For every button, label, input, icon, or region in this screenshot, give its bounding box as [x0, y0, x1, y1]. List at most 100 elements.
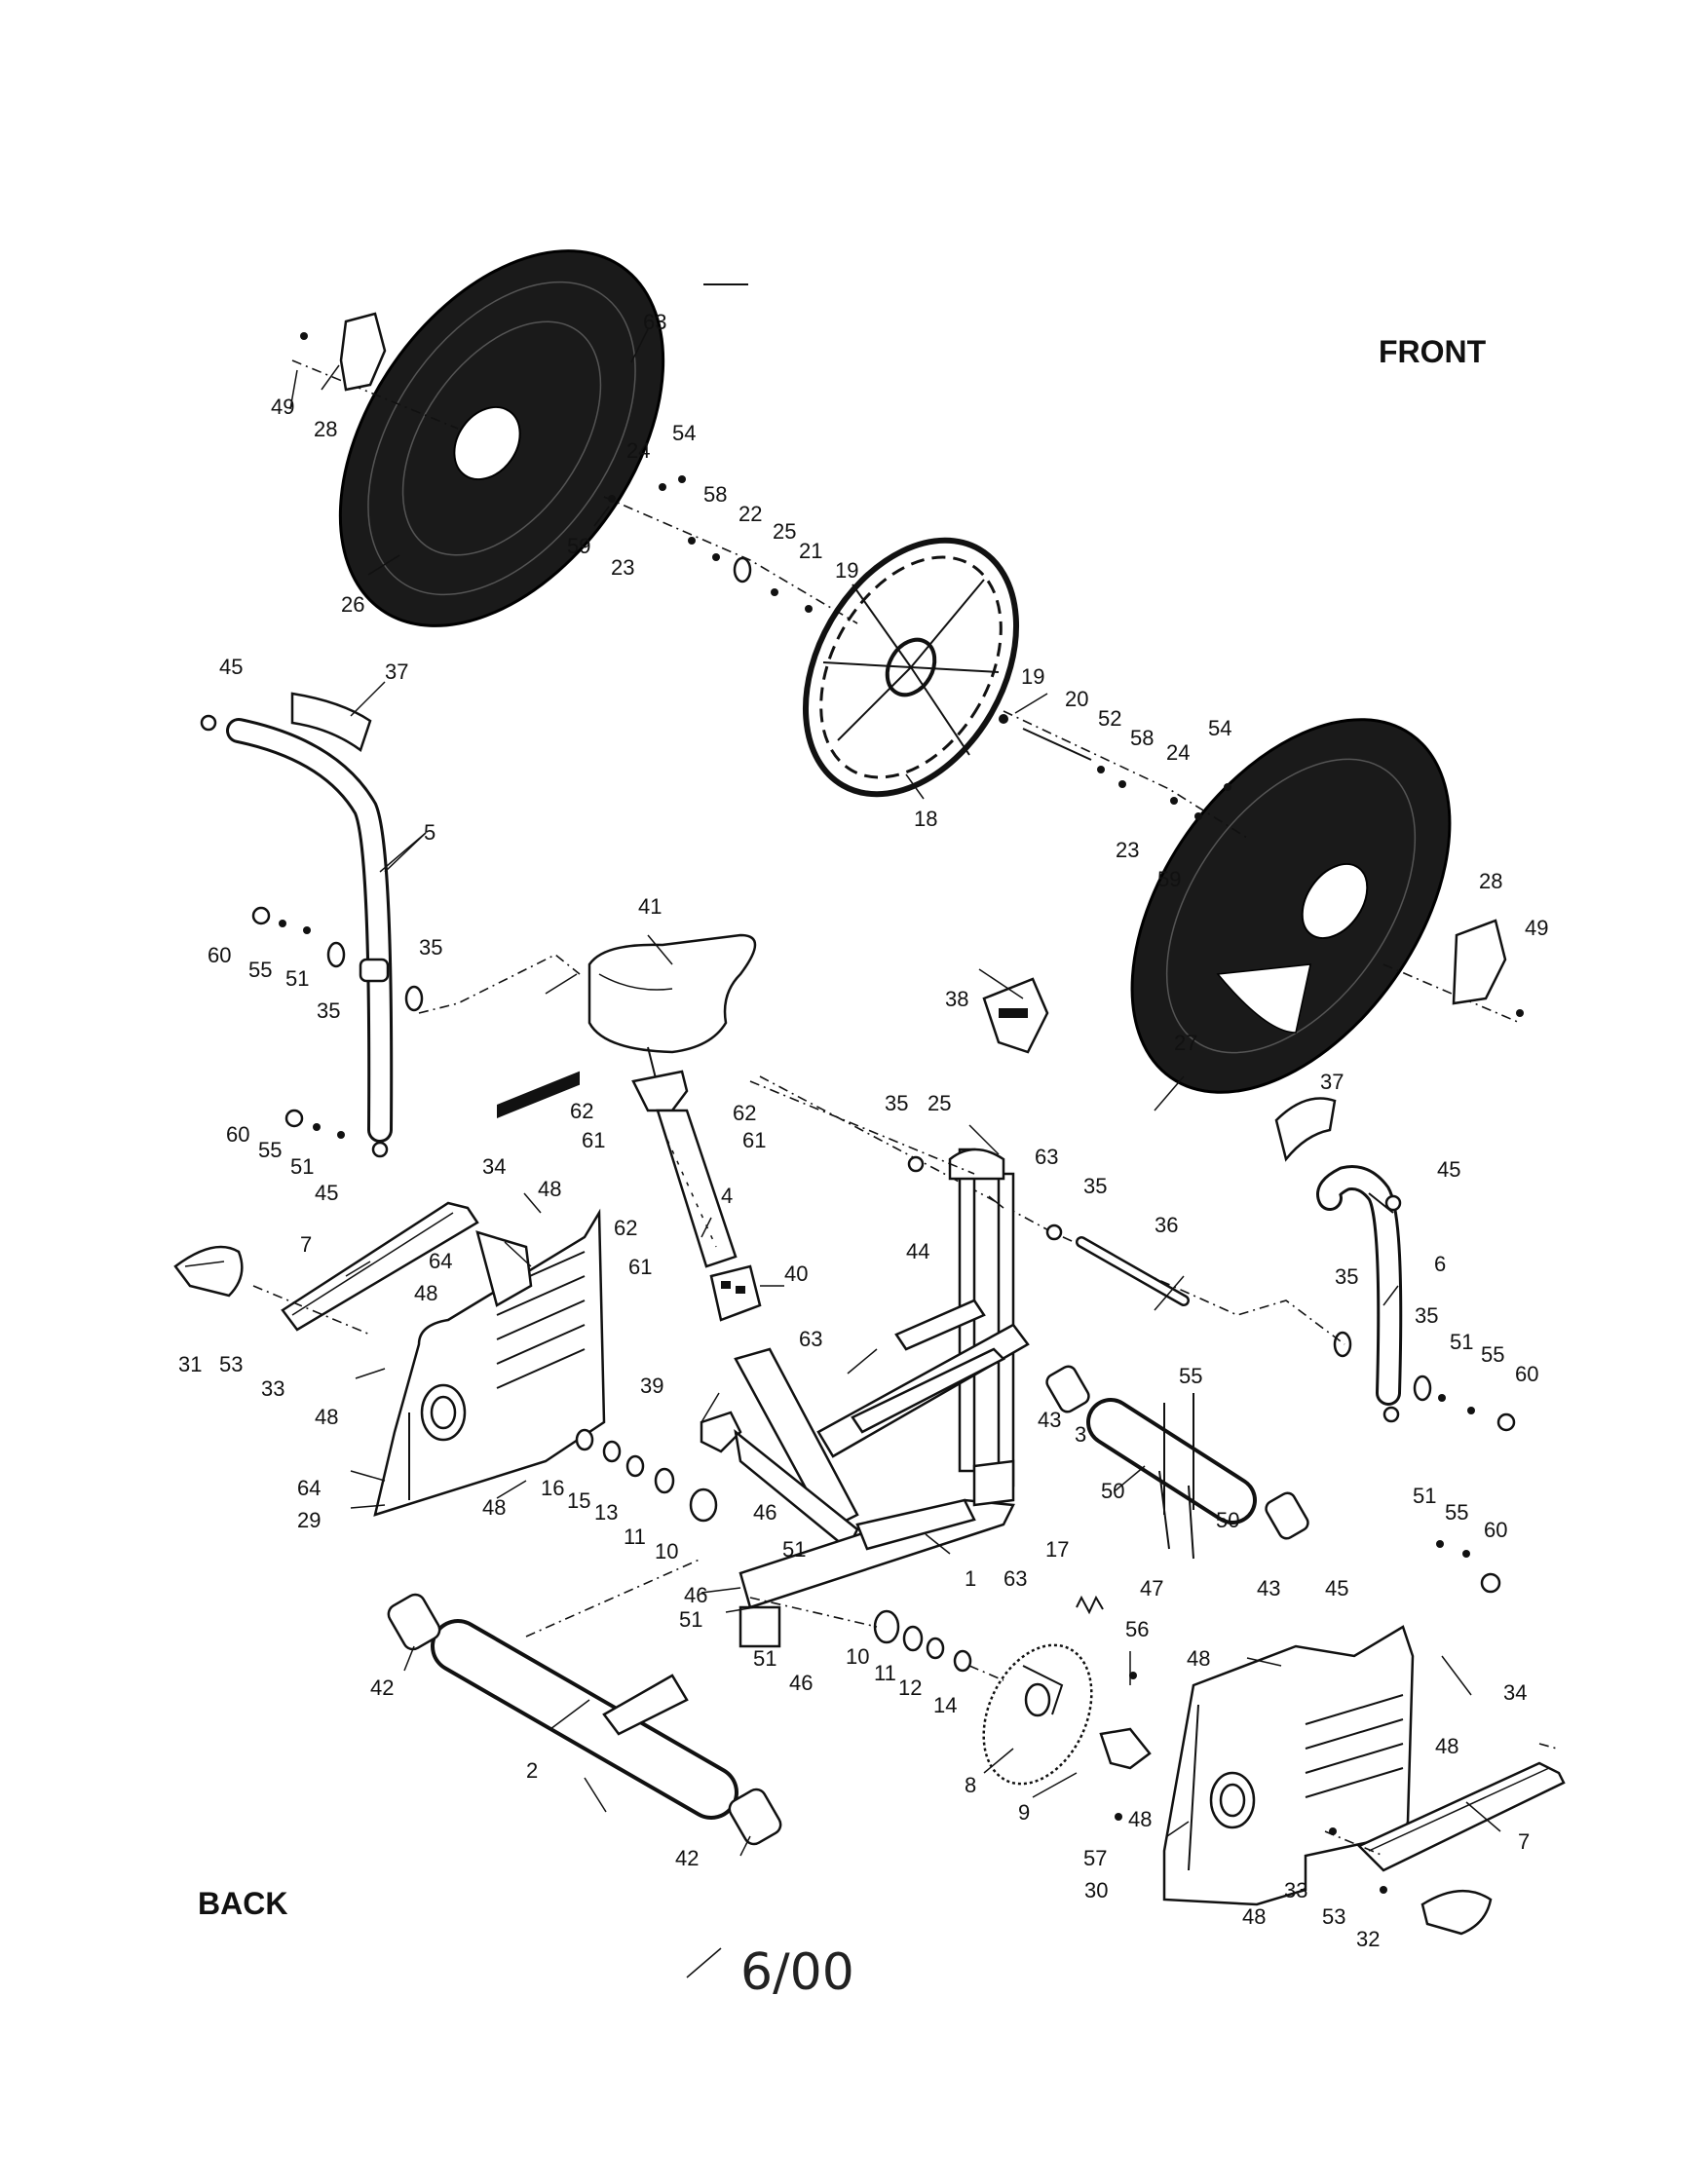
- callout-17: 17: [1045, 1537, 1069, 1562]
- callout-62: 62: [570, 1099, 593, 1123]
- callout-6: 6: [1434, 1252, 1446, 1276]
- callout-42: 42: [370, 1676, 394, 1700]
- callout-31: 31: [178, 1352, 202, 1376]
- callout-46c: 46: [789, 1671, 813, 1695]
- leader-lines: [289, 328, 1501, 1978]
- callout-9: 9: [1018, 1800, 1030, 1825]
- callout-61: 61: [582, 1128, 605, 1152]
- callout-54: 54: [672, 421, 696, 445]
- callout-63c: 63: [799, 1327, 822, 1351]
- callout-48c: 48: [315, 1405, 338, 1429]
- callout-51f: 51: [679, 1607, 702, 1632]
- callout-45b: 45: [315, 1181, 338, 1205]
- callout-55b: 55: [258, 1138, 282, 1162]
- callout-23: 23: [611, 555, 634, 580]
- callout-63b: 63: [1035, 1145, 1058, 1169]
- callout-8: 8: [965, 1773, 976, 1797]
- callout-62b: 62: [733, 1101, 756, 1125]
- callout-62c: 62: [614, 1216, 637, 1240]
- callout-1: 1: [965, 1566, 976, 1591]
- callout-61c: 61: [628, 1255, 652, 1279]
- left-cover-29: [373, 1071, 606, 1517]
- callout-25: 25: [773, 519, 796, 544]
- callout-49: 49: [271, 395, 294, 419]
- callout-24: 24: [626, 438, 650, 463]
- callout-43b: 43: [1257, 1576, 1280, 1600]
- callout-50: 50: [1101, 1479, 1124, 1503]
- flywheel-18: [802, 537, 1020, 798]
- callout-26: 26: [341, 592, 364, 617]
- revision-date: 6/00: [740, 1943, 854, 2002]
- back-label: BACK: [198, 1886, 287, 1921]
- callout-16: 16: [541, 1476, 564, 1500]
- callout-29: 29: [297, 1508, 321, 1532]
- callout-55c: 55: [1481, 1342, 1504, 1367]
- right-handlebar-6: [1316, 1165, 1403, 1423]
- callout-48e: 48: [1187, 1646, 1210, 1671]
- callout-48b: 48: [414, 1281, 437, 1305]
- callout-55e: 55: [1445, 1500, 1468, 1525]
- callout-45: 45: [219, 655, 243, 679]
- left-crank-7: [173, 1201, 479, 1332]
- callout-52: 52: [1098, 706, 1121, 731]
- callout-22: 22: [738, 502, 762, 526]
- callout-48f: 48: [1435, 1734, 1458, 1758]
- callout-28b: 28: [1479, 869, 1502, 893]
- callout-50b: 50: [1216, 1508, 1239, 1532]
- callout-27: 27: [1174, 1031, 1197, 1055]
- front-label: FRONT: [1379, 334, 1487, 369]
- callout-4: 4: [721, 1184, 733, 1208]
- callout-11: 11: [624, 1525, 646, 1549]
- callout-59b: 59: [1157, 867, 1181, 891]
- callout-28: 28: [314, 417, 337, 441]
- callout-25b: 25: [928, 1091, 951, 1115]
- callout-51e: 51: [1413, 1484, 1436, 1508]
- callout-51d: 51: [782, 1537, 806, 1562]
- callout-34: 34: [482, 1154, 506, 1179]
- callout-35: 35: [419, 935, 442, 960]
- callout-46b: 46: [684, 1583, 707, 1607]
- left-shroud-26: [338, 249, 665, 627]
- pulley-8: [982, 1643, 1093, 1786]
- callout-37b: 37: [1320, 1070, 1344, 1094]
- callout-51g: 51: [753, 1646, 776, 1671]
- right-shroud-27: [1130, 718, 1452, 1094]
- callout-48d: 48: [482, 1495, 506, 1520]
- callout-18: 18: [914, 807, 937, 831]
- callout-60: 60: [208, 943, 231, 967]
- left-handlebar-5: [200, 714, 394, 1158]
- callout-labels: 63 49 28 54 24 58 22 25 21 19 59 23 26 4…: [178, 310, 1548, 1951]
- callout-2: 2: [526, 1758, 538, 1783]
- callout-39: 39: [640, 1374, 663, 1398]
- callout-13: 13: [594, 1500, 618, 1525]
- rear-stabilizer-2: [387, 1593, 782, 1846]
- callout-60c: 60: [1515, 1362, 1538, 1386]
- callout-33b: 33: [1284, 1878, 1307, 1902]
- callout-64: 64: [429, 1249, 452, 1273]
- callout-48: 48: [538, 1177, 561, 1201]
- callout-10b: 10: [846, 1644, 869, 1669]
- callout-24b: 24: [1166, 740, 1190, 765]
- callout-51c: 51: [1450, 1330, 1473, 1354]
- callout-61b: 61: [742, 1128, 766, 1152]
- diagram-drawing: [173, 249, 1566, 1978]
- callout-23b: 23: [1116, 838, 1139, 862]
- callout-35c: 35: [885, 1091, 908, 1115]
- callout-63: 63: [643, 310, 666, 334]
- callout-48g: 48: [1128, 1807, 1152, 1831]
- callout-38: 38: [945, 987, 968, 1011]
- callout-64b: 64: [297, 1476, 321, 1500]
- right-crank-7: [1356, 1761, 1566, 1936]
- callout-33: 33: [261, 1376, 284, 1401]
- callout-34b: 34: [1503, 1680, 1527, 1705]
- callout-35e: 35: [1335, 1264, 1358, 1289]
- callout-7: 7: [300, 1232, 312, 1257]
- callout-58b: 58: [1130, 726, 1154, 750]
- callout-37: 37: [385, 659, 408, 684]
- callout-40: 40: [784, 1261, 808, 1286]
- callout-35d: 35: [1083, 1174, 1107, 1198]
- callout-53b: 53: [1322, 1904, 1345, 1929]
- callout-43: 43: [1038, 1408, 1061, 1432]
- callout-45c: 45: [1437, 1157, 1460, 1182]
